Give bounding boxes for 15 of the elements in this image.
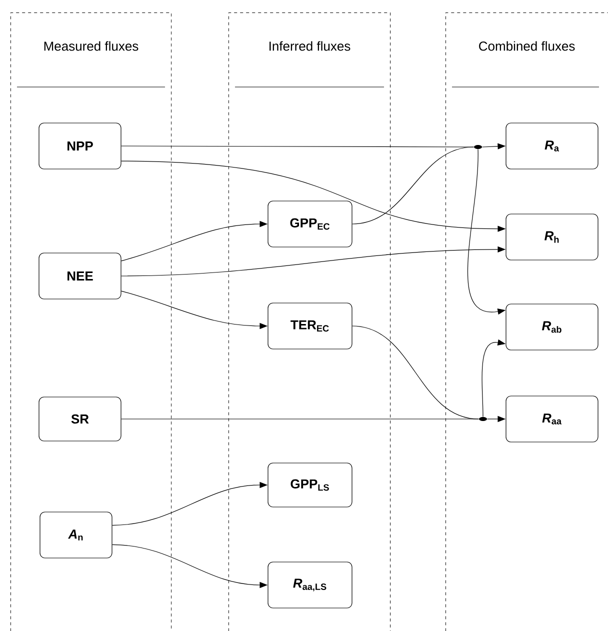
flux-box: A$_{n}$ (40, 512, 112, 558)
flux-box: R$_{ab}$ (506, 304, 598, 350)
flux-box: R$_{h}$ (506, 214, 598, 260)
flux-box: TER$_{EC}$ (268, 302, 352, 350)
flux-box: R$_{aa,LS}$ (268, 562, 352, 608)
flux-box: GPP$_{LS}$ (268, 462, 352, 508)
flux-box: SR (38, 396, 122, 442)
flux-box: NEE (38, 252, 122, 300)
flux-box: NPP (38, 122, 122, 170)
flux-box: GPP$_{EC}$ (268, 200, 352, 248)
connector-line (352, 146, 474, 224)
connector-line (121, 418, 479, 420)
connector-line (121, 146, 474, 148)
flux-box: R$_{a}$ (506, 122, 598, 170)
flux-box: R$_{aa}$ (506, 396, 598, 442)
